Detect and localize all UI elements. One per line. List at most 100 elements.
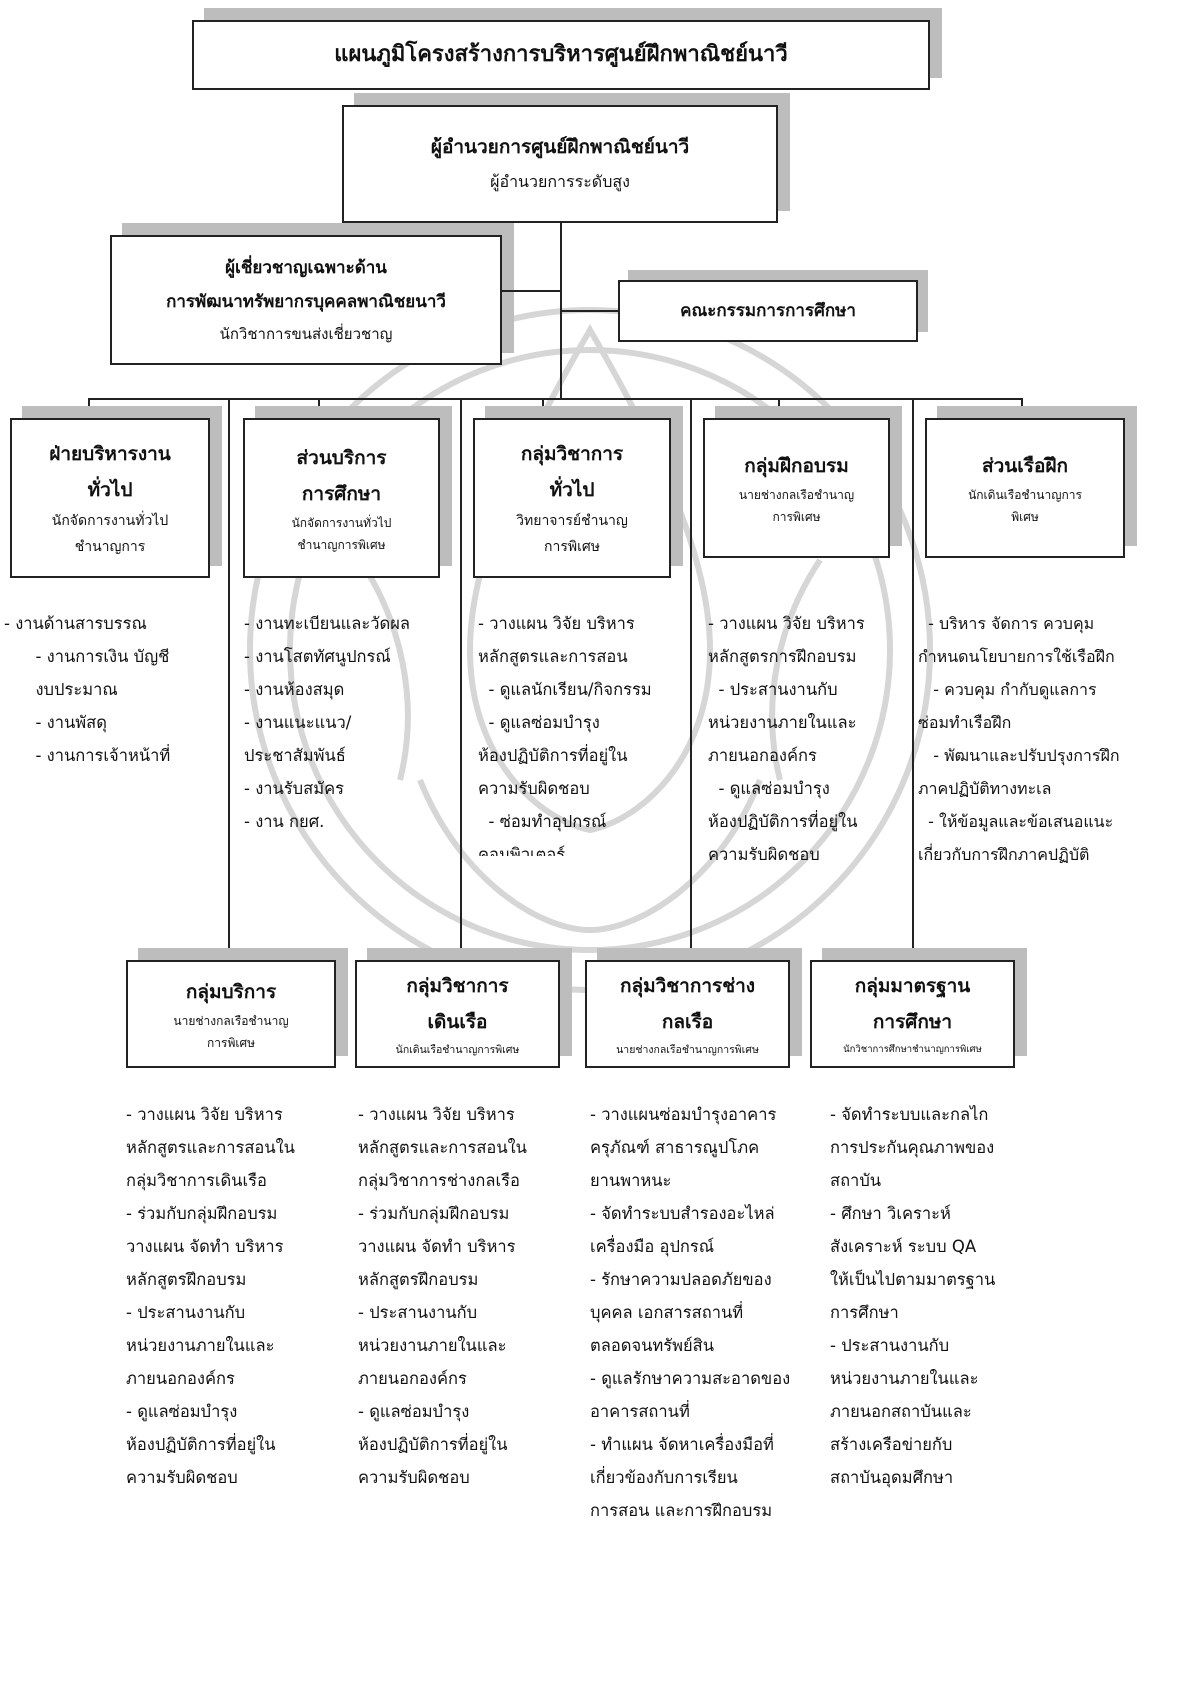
unit-position-line1: นักเดินเรือชำนาญการ	[968, 488, 1082, 502]
connector-line	[560, 310, 618, 312]
duty-item: - ศึกษา วิเคราะห์	[830, 1204, 951, 1223]
committee-title: คณะกรรมการการศึกษา	[680, 301, 856, 321]
duty-item: ตลอดจนทรัพย์สิน	[590, 1336, 715, 1355]
unit-position-line1: วิทยาจารย์ชำนาญ	[516, 513, 628, 529]
duty-item: การสอน และการฝึกอบรม	[590, 1501, 773, 1520]
duty-item: - ร่วมกับกลุ่มฝึกอบรม	[126, 1204, 278, 1223]
duty-item: ภายนอกองค์กร	[126, 1369, 235, 1388]
duty-item: ห้องปฏิบัติการที่อยู่ใน	[708, 812, 858, 831]
unit-title-line1: ส่วนเรือฝึก	[981, 455, 1068, 477]
director-box: ผู้อำนวยการศูนย์ฝึกพาณิชย์นาวี ผู้อำนวยก…	[342, 105, 778, 223]
duty-item: สังเคราะห์ ระบบ QA	[830, 1237, 977, 1256]
duty-item: ความรับผิดชอบ	[126, 1468, 238, 1487]
unit-title-line1: ส่วนบริการ	[296, 447, 387, 469]
unit-marine-engineering-academic: กลุ่มวิชาการช่าง กลเรือ นายช่างกลเรือชำน…	[585, 960, 790, 1068]
duty-item: - ดูแลซ่อมบำรุง	[358, 1402, 470, 1421]
connector-line	[228, 398, 230, 960]
duty-item: - บริหาร จัดการ ควบคุม	[918, 614, 1095, 633]
duty-item: กลุ่มวิชาการช่างกลเรือ	[358, 1171, 520, 1190]
duty-item: - ควบคุม กำกับดูแลการ	[918, 680, 1097, 699]
duty-item: บุคคล เอกสารสถานที่	[590, 1303, 744, 1322]
expert-box: ผู้เชี่ยวชาญเฉพาะด้าน การพัฒนาทรัพยากรบุ…	[110, 235, 502, 365]
duty-item: ความรับผิดชอบ	[358, 1468, 470, 1487]
duties-general-academic: - วางแผน วิจัย บริหาร หลักสูตรและการสอน …	[478, 607, 698, 856]
duty-item: - งานพัสดุ	[4, 713, 107, 732]
duty-item: - รักษาความปลอดภัยของ	[590, 1270, 772, 1289]
duty-item: - วางแผน วิจัย บริหาร	[126, 1105, 283, 1124]
duty-item: - งานการเจ้าหน้าที่	[4, 746, 171, 765]
connector-line	[912, 398, 914, 960]
duty-item: - ดูแลซ่อมบำรุง	[708, 779, 830, 798]
connector-line	[88, 398, 1023, 400]
unit-training: กลุ่มฝึกอบรม นายช่างกลเรือชำนาญ การพิเศษ	[703, 418, 890, 558]
duty-item: กลุ่มวิชาการเดินเรือ	[126, 1171, 267, 1190]
duty-item: - ดูแลรักษาความสะอาดของ	[590, 1369, 791, 1388]
connector-line	[690, 398, 692, 960]
unit-position-line2: การพิเศษ	[544, 539, 600, 555]
duty-item: เครื่องมือ อุปกรณ์	[590, 1237, 715, 1256]
chart-title-box: แผนภูมิโครงสร้างการบริหารศูนย์ฝึกพาณิชย์…	[192, 20, 930, 90]
duty-item: - ดูแลซ่อมบำรุง	[126, 1402, 238, 1421]
duty-item: - งานแนะแนว/	[244, 713, 352, 732]
unit-title-line1: กลุ่มบริการ	[185, 981, 277, 1003]
duty-item: กำหนดนโยบายการใช้เรือฝึก	[918, 647, 1115, 666]
duty-item: วางแผน จัดทำ บริหาร	[358, 1237, 516, 1256]
connector-line	[318, 398, 320, 418]
duty-item: - ดูแลนักเรียน/กิจกรรม	[478, 680, 652, 699]
connector-line	[542, 398, 544, 418]
unit-education-standards: กลุ่มมาตรฐาน การศึกษา นักวิชาการศึกษาชำน…	[810, 960, 1015, 1068]
chart-title: แผนภูมิโครงสร้างการบริหารศูนย์ฝึกพาณิชย์…	[334, 42, 788, 67]
duties-marine-engineering-academic: - วางแผนซ่อมบำรุงอาคาร ครุภัณฑ์ สาธารณูป…	[590, 1098, 820, 1527]
duties-training: - วางแผน วิจัย บริหาร หลักสูตรการฝึกอบรม…	[708, 607, 918, 871]
duty-item: หลักสูตรฝึกอบรม	[126, 1270, 247, 1289]
unit-title-line2: กลเรือ	[661, 1011, 714, 1033]
unit-position-line1: นายช่างกลเรือชำนาญการพิเศษ	[616, 1044, 759, 1056]
duties-education-standards: - จัดทำระบบและกลไก การประกันคุณภาพของ สถ…	[830, 1098, 1050, 1494]
duties-service-group: - วางแผน วิจัย บริหาร หลักสูตรและการสอนใ…	[126, 1098, 346, 1494]
duty-item: - วางแผนซ่อมบำรุงอาคาร	[590, 1105, 777, 1124]
unit-general-academic: กลุ่มวิชาการ ทั่วไป วิทยาจารย์ชำนาญ การพ…	[473, 418, 671, 578]
duty-item: ครุภัณฑ์ สาธารณูปโภค	[590, 1138, 760, 1157]
duty-item: - ประสานงานกับ	[358, 1303, 478, 1322]
duty-item: งบประมาณ	[4, 680, 118, 699]
committee-box: คณะกรรมการการศึกษา	[618, 280, 918, 342]
duty-item: การศึกษา	[830, 1303, 899, 1322]
duty-item: - งานห้องสมุด	[244, 680, 345, 699]
duty-item: ยานพาหนะ	[590, 1171, 672, 1190]
unit-position-line1: นายช่างกลเรือชำนาญ	[173, 1014, 289, 1028]
duty-item: - ร่วมกับกลุ่มฝึกอบรม	[358, 1204, 510, 1223]
unit-title-line2: การศึกษา	[301, 483, 382, 505]
expert-subtitle: นักวิชาการขนส่งเชี่ยวชาญ	[219, 325, 393, 343]
duty-item: - งานทะเบียนและวัดผล	[244, 614, 410, 633]
duty-item: ความรับผิดชอบ	[478, 779, 590, 798]
duty-item: - ประสานงานกับ	[708, 680, 838, 699]
director-title: ผู้อำนวยการศูนย์ฝึกพาณิชย์นาวี	[430, 136, 690, 158]
unit-title-line2: การศึกษา	[872, 1011, 953, 1033]
unit-position-line2: พิเศษ	[1011, 510, 1039, 524]
unit-position-line2: ชำนาญการ	[74, 539, 146, 555]
connector-line	[502, 290, 560, 292]
unit-title-line1: กลุ่มฝึกอบรม	[744, 455, 849, 477]
duty-item: - ให้ข้อมูลและข้อเสนอแนะ	[918, 812, 1114, 831]
duty-item: - วางแผน วิจัย บริหาร	[358, 1105, 515, 1124]
connector-line	[88, 398, 90, 418]
duty-item: - วางแผน วิจัย บริหาร	[478, 614, 635, 633]
unit-title-line1: กลุ่มวิชาการช่าง	[619, 975, 756, 997]
duty-item: หลักสูตรและการสอนใน	[126, 1138, 295, 1157]
duty-item: เกี่ยวกับการฝึกภาคปฏิบัติ	[918, 845, 1090, 864]
duty-item: หน่วยงานภายในและ	[830, 1369, 979, 1388]
duty-item: - งานรับสมัคร	[244, 779, 344, 798]
duties-general-admin: - งานด้านสารบรรณ - งานการเงิน บัญชี งบปร…	[4, 607, 234, 772]
duty-item: หลักสูตรและการสอนใน	[358, 1138, 527, 1157]
duty-item: ภายนอกองค์กร	[358, 1369, 467, 1388]
unit-general-admin: ฝ่ายบริหารงาน ทั่วไป นักจัดการงานทั่วไป …	[10, 418, 210, 578]
duty-item: ภายนอกองค์กร	[708, 746, 817, 765]
duty-item: - ประสานงานกับ	[830, 1336, 950, 1355]
unit-title-line1: กลุ่มวิชาการ	[406, 975, 509, 997]
duties-education-service: - งานทะเบียนและวัดผล - งานโสตทัศนูปกรณ์ …	[244, 607, 459, 838]
expert-title-line2: การพัฒนาทรัพยากรบุคคลพาณิชยนาวี	[166, 292, 446, 312]
duty-item: - งานการเงิน บัญชี	[4, 647, 170, 666]
duty-item: คอมพิวเตอร์	[478, 845, 566, 856]
duty-item: อาคารสถานที่	[590, 1402, 690, 1421]
duty-item: หลักสูตรฝึกอบรม	[358, 1270, 479, 1289]
